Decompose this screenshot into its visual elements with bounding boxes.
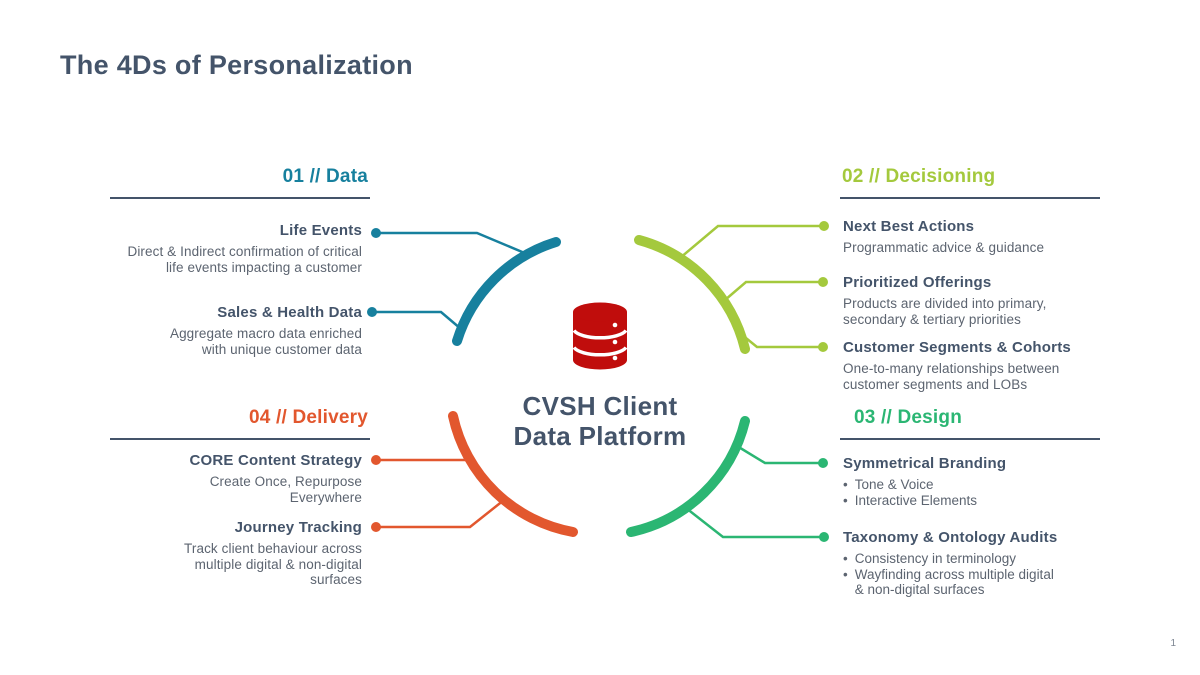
- item-description: Products are divided into primary,second…: [843, 296, 1047, 327]
- item-title: Sales & Health Data: [217, 304, 362, 321]
- bullet-item: Tone & Voice: [843, 477, 1133, 493]
- item-title: CORE Content Strategy: [189, 452, 362, 469]
- item-core-content-strategy: CORE Content Strategy Create Once, Repur…: [62, 452, 362, 505]
- dot-journey-tracking: [371, 522, 381, 532]
- item-life-events: Life Events Direct & Indirect confirmati…: [62, 222, 362, 275]
- connector-next-best-actions: [679, 224, 824, 259]
- connector-prioritized-offerings: [724, 280, 823, 301]
- quadrant-header-design: 03 // Design: [840, 406, 1100, 440]
- page-title: The 4Ds of Personalization: [60, 50, 413, 80]
- connector-taxonomy-audits: [685, 507, 824, 539]
- item-customer-segments: Customer Segments & Cohorts One-to-many …: [843, 339, 1133, 392]
- item-title: Taxonomy & Ontology Audits: [843, 529, 1058, 546]
- item-title: Customer Segments & Cohorts: [843, 339, 1071, 356]
- item-title: Journey Tracking: [234, 519, 362, 536]
- connector-sales-health: [372, 310, 462, 330]
- dot-prioritized-offerings: [818, 277, 828, 287]
- bullet-text: Wayfinding across multiple digital& non-…: [854, 566, 1054, 598]
- item-title: Life Events: [279, 222, 362, 239]
- connector-journey-tracking: [376, 499, 505, 529]
- quadrant-header-data: 01 // Data: [110, 165, 370, 199]
- decisioning-arc: [634, 235, 750, 354]
- database-icon: [572, 302, 628, 370]
- quadrant-header-delivery: 04 // Delivery: [110, 406, 370, 440]
- item-prioritized-offerings: Prioritized Offerings Products are divid…: [843, 274, 1133, 327]
- bullet-item: Wayfinding across multiple digital& non-…: [843, 567, 1133, 598]
- bullet-icon: [843, 551, 848, 567]
- connector-customer-segments: [740, 333, 823, 349]
- item-title: Symmetrical Branding: [843, 455, 1007, 472]
- bullet-icon: [843, 493, 848, 509]
- connector-life-events: [376, 231, 528, 256]
- dot-customer-segments: [818, 342, 828, 352]
- dot-taxonomy-audits: [819, 532, 829, 542]
- bullet-text: Consistency in terminology: [854, 551, 1017, 566]
- item-title: Prioritized Offerings: [843, 274, 992, 291]
- dot-life-events: [371, 228, 381, 238]
- page-number: 1: [1170, 638, 1176, 649]
- bullet-text: Tone & Voice: [854, 477, 934, 492]
- item-sales-health-data: Sales & Health Data Aggregate macro data…: [62, 304, 362, 357]
- dot-sales-health: [367, 307, 377, 317]
- dot-symmetrical-branding: [818, 458, 828, 468]
- item-journey-tracking: Journey Tracking Track client behaviour …: [62, 519, 362, 588]
- dot-next-best-actions: [819, 221, 829, 231]
- item-next-best-actions: Next Best Actions Programmatic advice & …: [843, 218, 1133, 256]
- bullet-item: Consistency in terminology: [843, 551, 1133, 567]
- design-arc: [626, 416, 750, 537]
- bullet-item: Interactive Elements: [843, 493, 1133, 509]
- item-symmetrical-branding: Symmetrical Branding Tone & Voice Intera…: [843, 455, 1133, 508]
- delivery-arc: [448, 411, 578, 537]
- item-description: Programmatic advice & guidance: [843, 240, 1045, 255]
- connector-symmetrical-branding: [736, 444, 823, 465]
- item-taxonomy-audits: Taxonomy & Ontology Audits Consistency i…: [843, 529, 1133, 598]
- bullet-icon: [843, 567, 848, 598]
- bullet-text: Interactive Elements: [854, 492, 978, 508]
- dot-core-content: [371, 455, 381, 465]
- data-arc: [452, 237, 561, 346]
- quadrant-header-decisioning: 02 // Decisioning: [840, 165, 1100, 199]
- item-description: Direct & Indirect confirmation of critic…: [127, 244, 362, 275]
- bullet-icon: [843, 477, 848, 493]
- item-title: Next Best Actions: [843, 218, 975, 235]
